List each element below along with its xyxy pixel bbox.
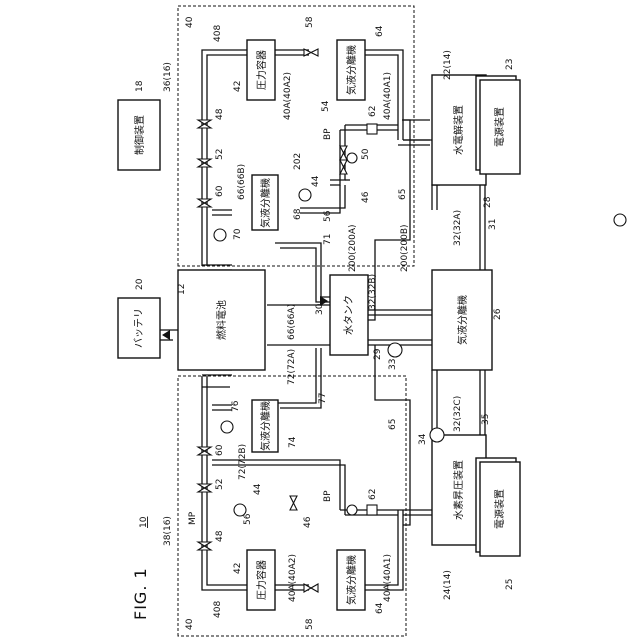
ref-mp: MP [188,511,198,525]
gl-sep-label-bottom: 気液分離機 [345,555,358,605]
water-tank-label: 水タンク [343,295,355,335]
ref-56-bottom: 56 [243,513,253,525]
ref-52-bottom: 52 [215,479,225,490]
ref-32B: 32(32B) [368,274,378,310]
pipe [280,248,330,302]
ref-40A2-top: 40A(40A2) [283,72,293,120]
system-ref: 10 [139,516,149,528]
fuel-cell-label: 燃料電池 [215,300,228,340]
ref-48-bottom: 48 [215,530,225,542]
ref-31: 31 [488,219,498,230]
ref-32C: 32(32C) [453,396,463,432]
separator-26-label: 気液分離機 [456,295,469,345]
power-label-top: 電源装置 [493,107,506,147]
ref-44-bottom: 44 [253,483,263,495]
ref-52-top: 52 [215,149,225,160]
ref-64-bottom: 64 [375,602,385,614]
ref-40A2-bottom: 40A(40A2) [288,554,298,602]
ref-40-top: 40 [185,16,195,28]
ref-34: 34 [418,433,428,445]
sensor-62-bottom [367,505,377,515]
ref-58-top: 58 [305,16,315,28]
ref-35: 35 [481,414,491,425]
ref-54: 54 [321,100,331,112]
ref-48-top: 48 [215,108,225,120]
pipe [432,185,440,210]
ref-200A: 200(200A) [348,224,358,272]
control-label: 制御装置 [133,115,146,155]
ref-62-bottom: 62 [368,489,378,500]
ref-40A1-bottom: 40A(40A1) [383,554,393,602]
ref-50: 50 [361,148,371,160]
ref-70: 70 [233,228,243,240]
ref-30: 30 [315,303,325,315]
ref-60-top: 60 [215,185,225,197]
pipe [275,243,330,297]
ref-66B: 66(66B) [237,164,247,200]
ref-25: 25 [505,579,515,590]
pipe [212,460,340,510]
ref-40-bottom: 40 [185,618,195,630]
ref-60-bottom: 60 [215,444,225,456]
pipe [375,345,410,525]
arrow-battery [162,330,170,340]
sep-label-66B: 気液分離機 [259,178,272,228]
ref-72A: 72(72A) [287,349,297,385]
ref-408-top: 408 [213,25,223,42]
pipe [212,465,345,515]
ref-42-bottom: 42 [233,563,243,574]
ref-22: 22(14) [443,50,453,80]
module-upper-dashed [178,6,414,266]
ref-408-bottom: 408 [213,601,223,618]
ref-26: 26 [493,308,503,320]
ref-58-bottom: 58 [305,618,315,630]
ref-bp-bottom: BP [323,490,333,502]
ref-65-top: 65 [398,189,408,200]
booster-label: 水素昇圧装置 [452,460,465,520]
ref-28: 28 [483,196,493,208]
ref-38: 38(16) [163,516,173,546]
ref-32A: 32(32A) [453,210,463,246]
ref-200B: 200(200B) [400,224,410,272]
ref-72B: 72(72B) [238,444,248,480]
ref-18: 18 [135,80,145,92]
ref-68: 68 [293,208,303,220]
gl-sep-label-top: 気液分離機 [345,45,358,95]
ref-23: 23 [505,59,515,70]
ref-12: 12 [177,284,187,295]
ref-46-top: 46 [361,191,371,203]
ref-44-top: 44 [311,175,321,187]
ref-36: 36(16) [163,62,173,92]
sensor-62-top [367,124,377,134]
ref-77: 77 [318,393,328,404]
ref-46-bottom: 46 [303,516,313,528]
vessel-label-bottom: 圧力容器 [255,560,268,600]
ref-71: 71 [323,234,333,245]
ref-24: 24(14) [443,570,453,600]
ref-42-top: 42 [233,81,243,92]
ref-56-top: 56 [323,210,333,222]
sep-label-72B: 気液分離機 [259,401,272,451]
ref-29: 29 [373,348,383,360]
battery-label: バッテリ [133,308,145,348]
electrolyzer-label: 水電解装置 [452,105,465,155]
ref-64-top: 64 [375,25,385,37]
ref-74: 74 [288,436,298,448]
power-label-bottom: 電源装置 [493,489,506,529]
ref-62-top: 62 [368,106,378,117]
ref-76: 76 [231,400,241,412]
ref-65-bottom: 65 [388,419,398,430]
ref-66A: 66(66A) [287,304,297,340]
ref-bp-top: BP [323,128,333,140]
ref-40A1-top: 40A(40A1) [383,72,393,120]
ref-33: 33 [388,359,398,370]
ref-202: 202 [293,153,303,170]
figure-title: FIG. 1 [131,567,150,620]
vessel-label-top: 圧力容器 [255,50,268,90]
ref-20: 20 [135,278,145,290]
